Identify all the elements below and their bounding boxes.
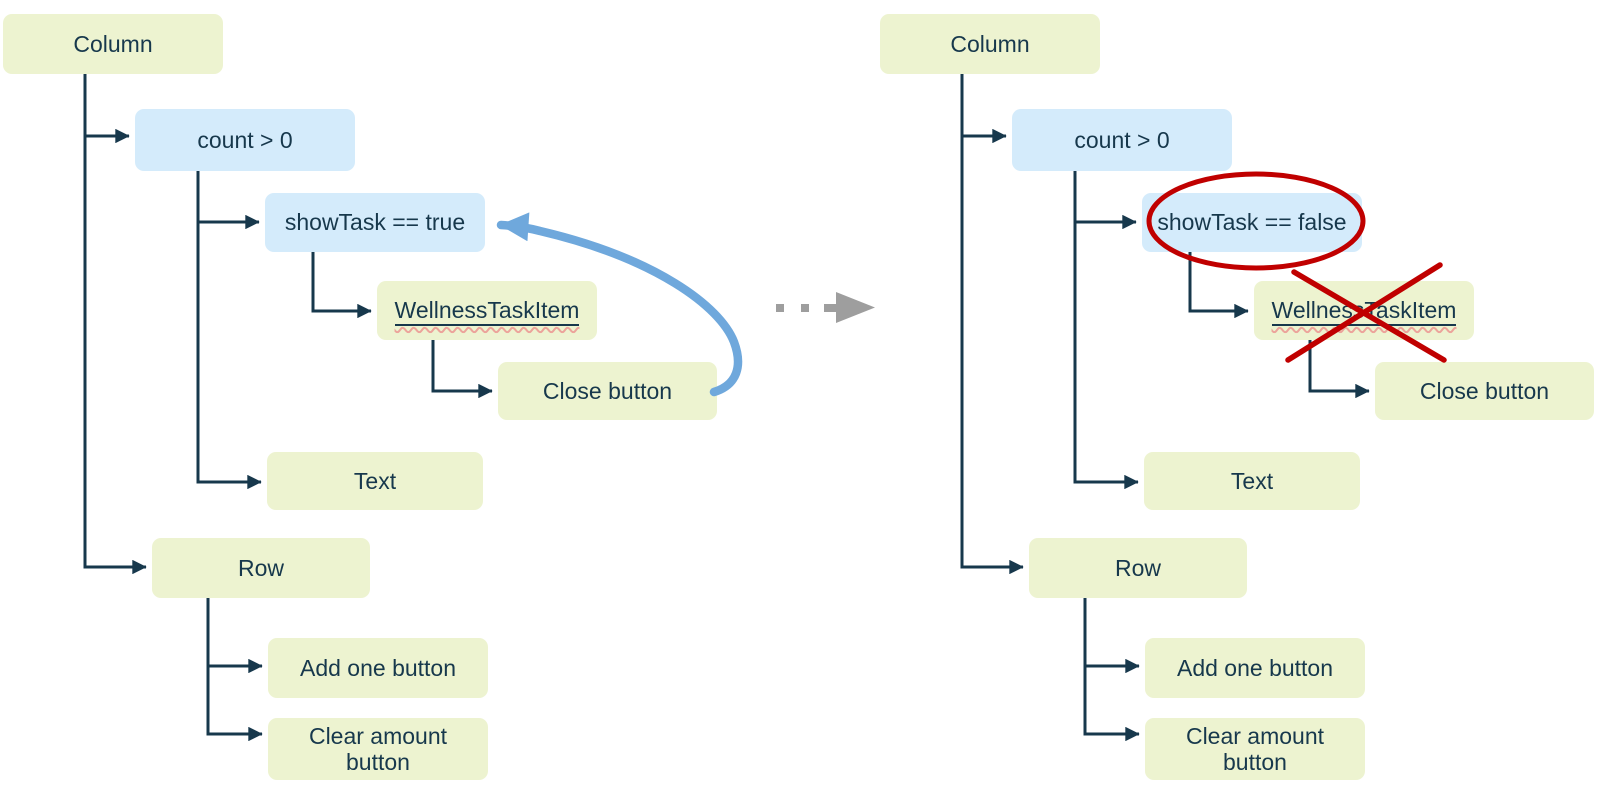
node-closebutton-right-label: Close button	[1419, 377, 1550, 404]
edge-count-to-text-left	[196, 171, 262, 490]
edge-count-to-text-right	[1073, 171, 1139, 490]
node-count-right: count > 0	[1012, 109, 1232, 171]
node-row-left-label: Row	[237, 554, 284, 581]
node-closebutton-left: Close button	[498, 362, 717, 420]
edge-showtask-to-wellnesstaskitem-left	[311, 252, 372, 319]
node-showtask-left-label: showTask == true	[284, 209, 466, 236]
node-row-right: Row	[1029, 538, 1247, 598]
node-addonebutton-right-label: Add one button	[1176, 654, 1334, 681]
edge-row-to-clearamount-right	[1083, 598, 1140, 742]
transition-arrow-dot-2	[801, 304, 809, 312]
node-row-right-label: Row	[1114, 554, 1161, 581]
node-clearamountbutton-right: Clear amount button	[1145, 718, 1365, 780]
node-text-right-label: Text	[1230, 467, 1274, 494]
node-text-right: Text	[1144, 452, 1360, 510]
node-wellnesstaskitem-left-underline: WellnessTaskItem	[394, 297, 580, 327]
node-text-left-label: Text	[353, 467, 397, 494]
transition-arrow-dot-1	[776, 304, 784, 312]
edge-wellnesstaskitem-to-closebutton-left	[431, 340, 493, 399]
node-wellnesstaskitem-right: WellnessTaskItem	[1254, 281, 1474, 340]
node-column-left: Column	[3, 14, 223, 74]
node-showtask-left: showTask == true	[265, 193, 485, 252]
node-count-left-label: count > 0	[197, 126, 293, 153]
node-wellnesstaskitem-right-label: WellnessTaskItem	[1271, 297, 1457, 327]
transition-arrow-head	[836, 292, 875, 323]
node-count-left: count > 0	[135, 109, 355, 171]
node-closebutton-right: Close button	[1375, 362, 1594, 420]
node-wellnesstaskitem-left-label: WellnessTaskItem	[394, 297, 580, 327]
node-count-right-label: count > 0	[1074, 126, 1170, 153]
node-text-left: Text	[267, 452, 483, 510]
node-row-left: Row	[152, 538, 370, 598]
left-tree-edges	[83, 74, 493, 742]
node-addonebutton-left-label: Add one button	[299, 654, 457, 681]
edge-wellnesstaskitem-to-closebutton-right	[1308, 340, 1370, 399]
edge-row-to-clearamount-left	[206, 598, 263, 742]
edge-showtask-to-wellnesstaskitem-right	[1188, 252, 1249, 319]
node-clearamountbutton-left: Clear amount button	[268, 718, 488, 780]
node-showtask-right-label: showTask == false	[1157, 209, 1347, 236]
node-column-left-label: Column	[73, 30, 153, 57]
node-closebutton-left-label: Close button	[542, 377, 673, 404]
node-clearamountbutton-left-label: Clear amount button	[308, 722, 448, 775]
node-column-right-label: Column	[950, 30, 1030, 57]
node-wellnesstaskitem-left: WellnessTaskItem	[377, 281, 597, 340]
node-showtask-right: showTask == false	[1142, 193, 1362, 252]
node-wellnesstaskitem-right-underline: WellnessTaskItem	[1271, 297, 1457, 327]
node-clearamountbutton-right-label: Clear amount button	[1185, 722, 1325, 775]
transition-arrow	[776, 292, 875, 323]
transition-arrow-dash	[824, 304, 836, 312]
node-addonebutton-right: Add one button	[1145, 638, 1365, 698]
node-addonebutton-left: Add one button	[268, 638, 488, 698]
right-tree-edges	[960, 74, 1370, 742]
node-column-right: Column	[880, 14, 1100, 74]
